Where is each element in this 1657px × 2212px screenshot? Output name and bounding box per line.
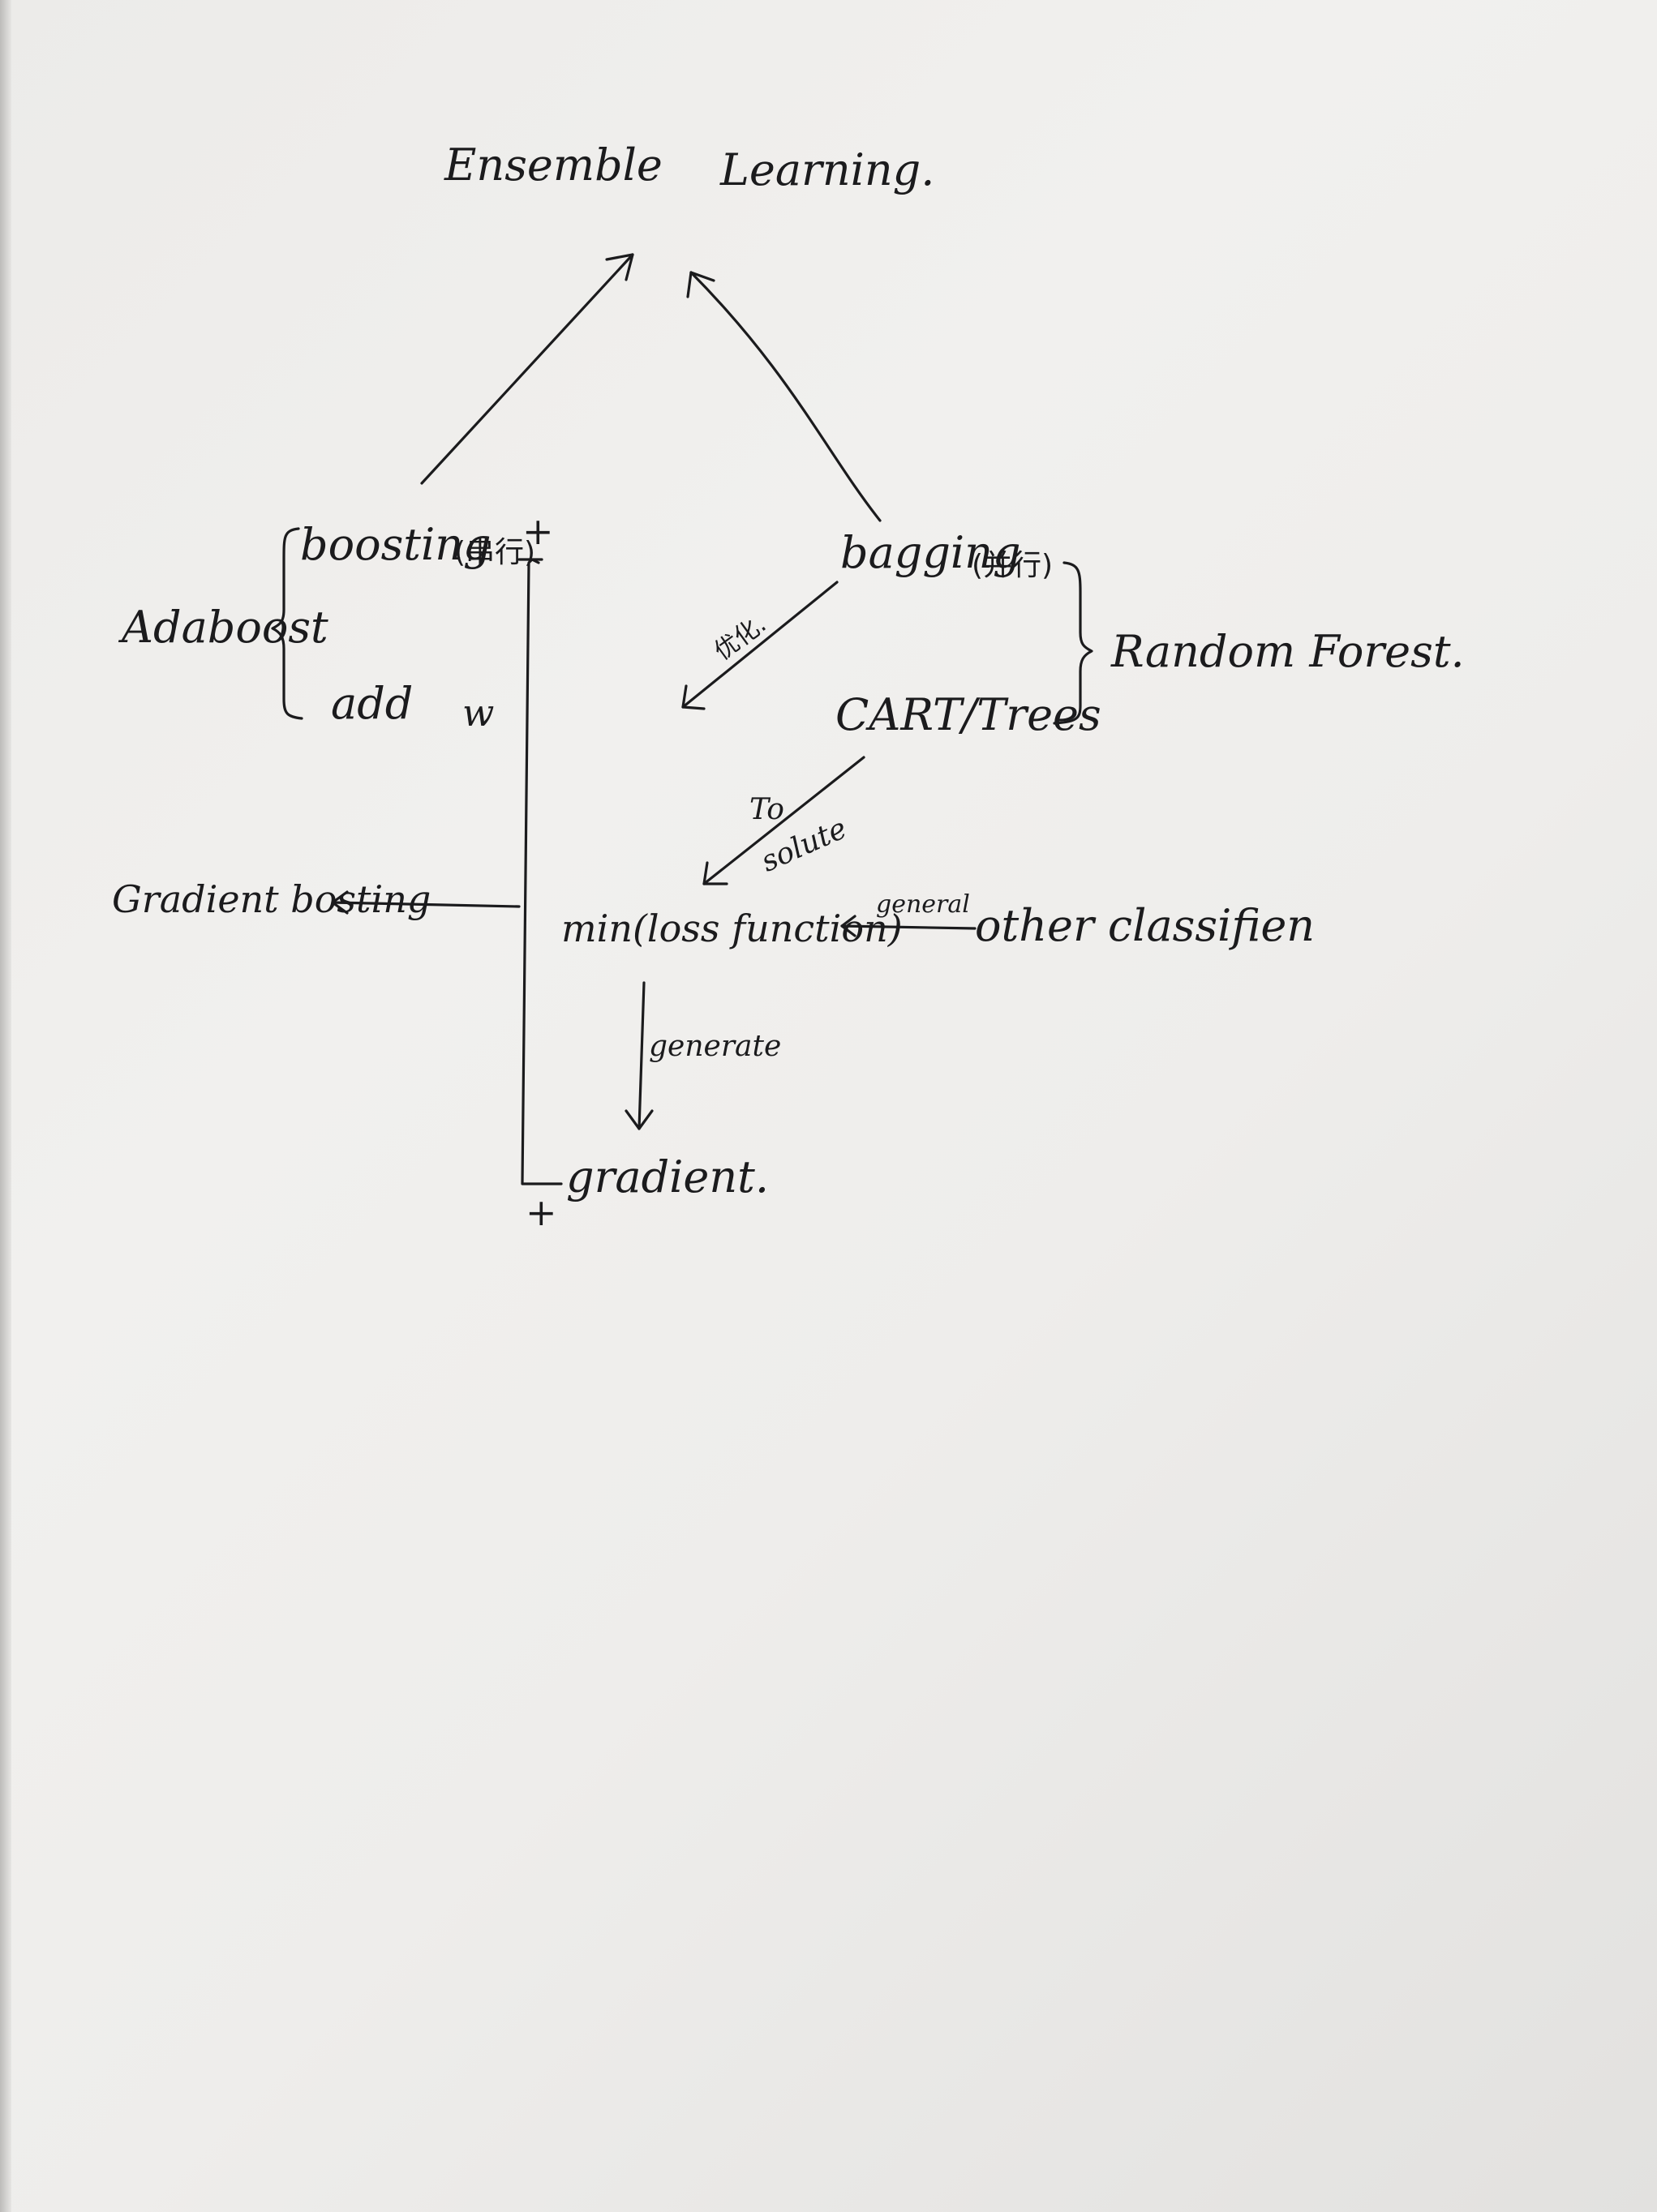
bagging-label: bagging [840, 527, 1021, 578]
arrow-other-to-min [840, 915, 977, 937]
to-label: To [749, 793, 784, 826]
arrow-bagging-to-ensemble [686, 271, 882, 522]
other-classifier-label: other classifien [975, 900, 1316, 951]
adaboost-label: Adaboost [122, 602, 328, 653]
random-forest-brace [1053, 561, 1093, 725]
arrow-min-to-gradient-boosting [331, 890, 521, 915]
cart-trees-label: CART/Trees [835, 689, 1101, 740]
boosting-serial-note: (串行) [454, 536, 536, 569]
adaboost-brace [271, 527, 303, 720]
gradient-plus-sign: + [526, 1190, 557, 1234]
bagging-parallel-note: (并行) [972, 549, 1054, 582]
arrow-bagging-optimize [681, 581, 839, 710]
w-label: w [462, 691, 495, 735]
arrow-min-to-gradient [625, 981, 654, 1130]
title-ensemble: Ensemble [444, 139, 663, 191]
arrow-cart-to-min [702, 756, 865, 885]
generate-label: generate [649, 1030, 782, 1063]
boosting-gradient-loop [517, 558, 563, 1185]
boosting-label: boosting [300, 519, 492, 570]
arrow-boosting-to-ensemble [420, 253, 634, 485]
general-label: general [876, 890, 970, 919]
random-forest-label: Random Forest. [1111, 626, 1465, 677]
min-loss-function-label: min(loss function) [561, 907, 903, 950]
boosting-plus-sign: + [522, 509, 554, 553]
add-label: add [331, 678, 414, 729]
gradient-label: gradient. [566, 1151, 770, 1202]
title-learning: Learning. [720, 144, 935, 195]
gradient-boosting-label: Gradient bosting [112, 877, 431, 921]
